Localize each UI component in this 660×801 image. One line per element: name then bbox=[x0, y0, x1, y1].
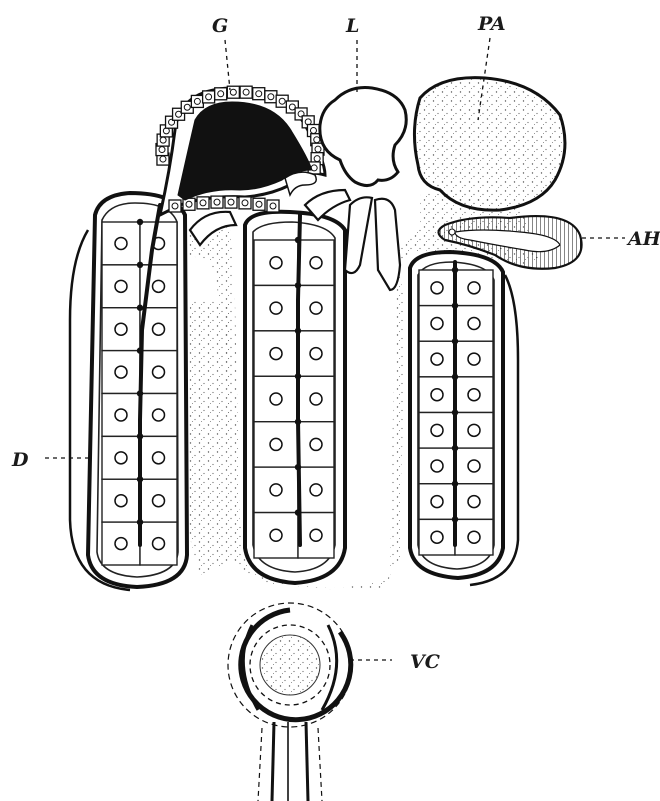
cell-nucleus bbox=[115, 495, 127, 507]
label-g: G bbox=[212, 15, 228, 37]
cell-nucleus bbox=[243, 89, 249, 95]
cell-nucleus bbox=[310, 257, 322, 269]
lumen-junction bbox=[137, 305, 143, 311]
cell-nucleus bbox=[310, 438, 322, 450]
cell-nucleus bbox=[153, 495, 165, 507]
cell-nucleus bbox=[206, 94, 212, 100]
label-pa: PA bbox=[477, 13, 506, 35]
cell-nucleus bbox=[153, 280, 165, 292]
cell-nucleus bbox=[431, 317, 443, 329]
cell-nucleus bbox=[160, 156, 166, 162]
cell-nucleus bbox=[468, 317, 480, 329]
label-ah: AH bbox=[626, 228, 660, 250]
cell-nucleus bbox=[431, 424, 443, 436]
cell-nucleus bbox=[160, 137, 166, 143]
cell-nucleus bbox=[468, 424, 480, 436]
cell-nucleus bbox=[431, 389, 443, 401]
cell-nucleus bbox=[270, 438, 282, 450]
cell-nucleus bbox=[310, 348, 322, 360]
cell-nucleus bbox=[115, 366, 127, 378]
cell-nucleus bbox=[310, 393, 322, 405]
cell-nucleus bbox=[200, 200, 206, 206]
structure-l bbox=[320, 88, 406, 186]
cell-nucleus bbox=[270, 302, 282, 314]
cell-nucleus bbox=[214, 199, 220, 205]
cell-nucleus bbox=[431, 531, 443, 543]
cell-nucleus bbox=[270, 203, 276, 209]
cell-nucleus bbox=[310, 302, 322, 314]
cell-nucleus bbox=[310, 484, 322, 496]
cell-nucleus bbox=[153, 366, 165, 378]
cell-nucleus bbox=[256, 91, 262, 97]
cell-nucleus bbox=[289, 104, 295, 110]
structure-pa bbox=[414, 78, 565, 211]
cell-nucleus bbox=[310, 529, 322, 541]
cell-nucleus bbox=[186, 201, 192, 207]
cell-nucleus bbox=[115, 323, 127, 335]
cell-nucleus bbox=[431, 460, 443, 472]
structure-vc bbox=[228, 603, 352, 801]
cell-nucleus bbox=[115, 280, 127, 292]
cell-nucleus bbox=[184, 104, 190, 110]
cell-nucleus bbox=[468, 282, 480, 294]
cell-nucleus bbox=[230, 89, 236, 95]
cell-nucleus bbox=[270, 529, 282, 541]
tubule-right bbox=[410, 252, 503, 578]
cell-nucleus bbox=[468, 531, 480, 543]
leader-g bbox=[225, 40, 230, 90]
cell-nucleus bbox=[194, 98, 200, 104]
lumen-junction bbox=[137, 262, 143, 268]
cell-nucleus bbox=[153, 409, 165, 421]
cell-nucleus bbox=[431, 496, 443, 508]
cell-nucleus bbox=[153, 538, 165, 550]
cell-nucleus bbox=[270, 257, 282, 269]
cell-nucleus bbox=[256, 201, 262, 207]
cell-nucleus bbox=[172, 203, 178, 209]
cell-nucleus bbox=[159, 147, 165, 153]
cell-nucleus bbox=[153, 452, 165, 464]
cell-nucleus bbox=[270, 393, 282, 405]
cell-nucleus bbox=[115, 409, 127, 421]
cell-nucleus bbox=[115, 237, 127, 249]
label-d: D bbox=[11, 449, 29, 471]
cell-nucleus bbox=[228, 199, 234, 205]
lumen-junction bbox=[137, 219, 143, 225]
tubule-middle bbox=[245, 212, 345, 583]
cell-nucleus bbox=[315, 146, 321, 152]
cell-nucleus bbox=[242, 200, 248, 206]
cell-nucleus bbox=[468, 496, 480, 508]
cell-nucleus bbox=[468, 460, 480, 472]
cell-nucleus bbox=[468, 389, 480, 401]
label-vc: VC bbox=[410, 651, 440, 673]
cell-nucleus bbox=[468, 353, 480, 365]
cell-nucleus bbox=[314, 137, 320, 143]
cell-nucleus bbox=[218, 91, 224, 97]
cell-nucleus bbox=[270, 484, 282, 496]
cell-nucleus bbox=[270, 348, 282, 360]
cell-nucleus bbox=[268, 94, 274, 100]
cell-nucleus bbox=[431, 353, 443, 365]
tubule-left bbox=[88, 193, 187, 587]
cell-nucleus bbox=[310, 128, 316, 134]
cell-nucleus bbox=[314, 156, 320, 162]
cell-nucleus bbox=[279, 98, 285, 104]
cell-nucleus bbox=[115, 452, 127, 464]
cell-nucleus bbox=[431, 282, 443, 294]
structure-g bbox=[156, 86, 325, 215]
stippled-stroma-left bbox=[185, 300, 235, 575]
label-l: L bbox=[345, 15, 359, 37]
cell-nucleus bbox=[115, 538, 127, 550]
cell-nucleus bbox=[153, 323, 165, 335]
